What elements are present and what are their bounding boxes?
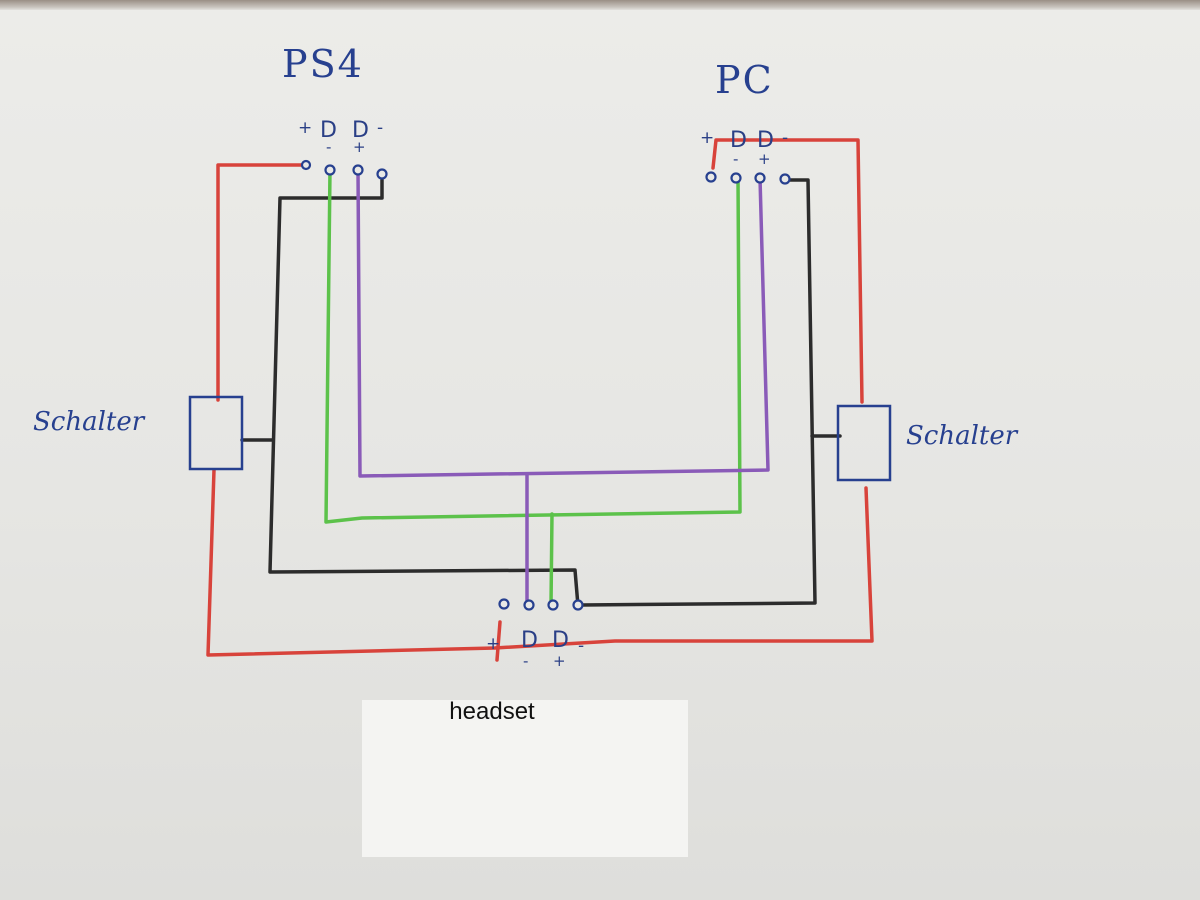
label-sticker [362, 700, 688, 857]
red-wire-bottom [206, 468, 874, 657]
headset-plus-label: + [486, 634, 501, 654]
green-wire-headset [549, 512, 554, 607]
black-wire-pc [580, 178, 817, 607]
black-wire [240, 178, 842, 608]
switch-left-label: Schalter [33, 407, 145, 437]
ps4-pin-d-plus [352, 164, 364, 176]
ps4-minus-label: - [377, 118, 384, 138]
ps4-d2-sign: + [353, 138, 366, 156]
pc-pins [705, 171, 791, 185]
pc-pin-plus [705, 171, 717, 183]
ps4-pins [300, 159, 388, 180]
headset-d1-sign: - [523, 652, 529, 670]
pc-pin-minus [779, 173, 791, 185]
pc-d2-sign: + [758, 150, 771, 168]
ps4-d1-sign: - [326, 138, 332, 156]
pc-minus-label: - [782, 128, 789, 148]
ps4-d1-label: D [320, 118, 337, 143]
pc-plus-label: + [700, 128, 715, 148]
ps4-plus-label: + [298, 118, 313, 138]
headset-d2-label: D [552, 628, 569, 653]
headset-pin-d-plus [547, 599, 559, 611]
red-wire-ps4 [216, 163, 307, 402]
green-wire [324, 168, 742, 607]
headset-pins [498, 598, 584, 611]
switch-right-label: Schalter [906, 421, 1018, 451]
red-wire-headset-stub [495, 620, 502, 662]
pc-d1-sign: - [733, 150, 739, 168]
headset-pin-d-minus [523, 599, 535, 611]
black-wire-ps4 [268, 178, 580, 608]
paper-edge [0, 0, 1200, 10]
pc-label: PC [715, 58, 774, 102]
pc-d2-label: D [757, 128, 774, 153]
ps4-pin-minus [376, 168, 388, 180]
pc-pin-d-minus [730, 172, 742, 184]
headset-pin-minus [572, 599, 584, 611]
headset-d2-sign: + [553, 652, 566, 670]
headset-label: headset [449, 698, 535, 725]
ps4-pin-d-minus [324, 164, 336, 176]
headset-pin-plus [498, 598, 510, 610]
switch-right [836, 404, 892, 482]
ps4-label: PS4 [282, 42, 364, 86]
red-wire [206, 138, 874, 662]
pc-d1-label: D [730, 128, 747, 153]
ps4-d2-label: D [352, 118, 369, 143]
headset-minus-label: - [578, 636, 585, 656]
red-wire-pc [711, 138, 864, 404]
switch-left [188, 395, 244, 471]
green-wire-ps4 [324, 168, 742, 524]
purple-wire [356, 168, 770, 607]
purple-wire-ps4 [356, 168, 770, 478]
pc-pin-d-plus [754, 172, 766, 184]
ps4-pin-plus [300, 159, 312, 171]
headset-d1-label: D [521, 628, 538, 653]
